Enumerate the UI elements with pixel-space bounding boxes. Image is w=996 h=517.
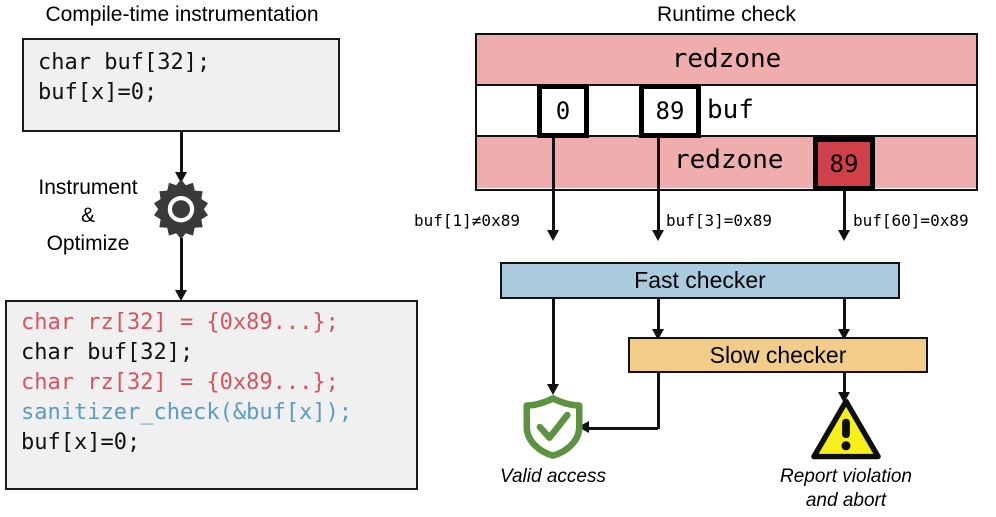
memory-row-redzone-bottom-label: redzone	[674, 145, 784, 175]
left-panel-title: Compile-time instrumentation	[45, 3, 319, 26]
memory-cell-violation: 89	[813, 137, 875, 191]
instrumented-code-box: char rz[32] = {0x89...}; char buf[32]; c…	[5, 300, 418, 490]
instrumented-code-line-2: char rz[32] = {0x89...};	[21, 370, 339, 395]
arrow-fast-to-valid	[546, 384, 559, 395]
tap-line-3	[843, 191, 846, 233]
right-panel-title: Runtime check	[657, 3, 796, 26]
memory-row-divider-2	[477, 134, 976, 137]
transform-label: Instrument & Optimize	[38, 176, 138, 255]
memory-row-redzone-bottom: redzone	[477, 137, 976, 188]
source-code-line-0: char buf[32];	[38, 50, 211, 75]
access-label-1: buf[3]=0x89	[666, 211, 772, 230]
valid-access-label: Valid access	[500, 466, 606, 487]
connector-slow-to-valid-horiz	[588, 427, 658, 430]
tap-line-1	[552, 138, 555, 233]
instrumented-code-line-4: buf[x]=0;	[21, 430, 141, 455]
connector-source-to-gear	[180, 132, 183, 176]
memory-row-divider-1	[477, 83, 976, 86]
connector-fast-to-slow-right	[843, 299, 846, 333]
arrow-slow-to-valid	[578, 421, 589, 433]
memory-row-redzone-top: redzone	[477, 35, 976, 86]
instrumented-code-line-1: char buf[32];	[21, 340, 194, 365]
access-label-2: buf[60]=0x89	[853, 211, 969, 230]
source-code-box: char buf[32]; buf[x]=0;	[22, 38, 340, 132]
fast-checker-box[interactable]: Fast checker	[500, 262, 900, 299]
arrow-access-1-to-fast-checker	[547, 230, 559, 241]
arrow-slow-to-violation	[837, 392, 850, 403]
arrow-access-2-to-fast-checker	[652, 230, 664, 241]
arrow-gear-to-instrumented	[174, 290, 187, 301]
gear-icon	[151, 178, 211, 240]
connector-fast-to-valid	[552, 299, 555, 388]
arrow-fast-to-slow-right	[837, 329, 850, 340]
connector-slow-to-valid-vert	[657, 373, 660, 429]
warning-triangle-icon	[811, 398, 881, 460]
instrumented-code-line-3: sanitizer_check(&buf[x]);	[21, 400, 353, 425]
connector-fast-to-slow-left	[657, 299, 660, 333]
tap-line-2	[657, 138, 660, 233]
report-violation-label: Report violation and abort	[779, 466, 913, 511]
arrow-access-3-to-fast-checker	[838, 230, 850, 241]
arrow-source-to-gear	[174, 172, 187, 183]
connector-gear-to-instrumented	[180, 238, 183, 296]
source-code-line-1: buf[x]=0;	[38, 80, 158, 105]
connector-slow-to-violation	[843, 373, 846, 397]
shield-check-icon	[523, 395, 583, 459]
slow-checker-box[interactable]: Slow checker	[628, 337, 928, 373]
memory-cell-redzone-byte: 89	[639, 84, 701, 138]
memory-row-redzone-top-label: redzone	[671, 44, 782, 74]
memory-cell-valid: 0	[537, 84, 589, 138]
instrumented-code-line-0: char rz[32] = {0x89...};	[21, 310, 339, 335]
arrow-fast-to-slow-left	[651, 329, 664, 340]
memory-row-buf-label: buf	[707, 95, 754, 125]
access-label-0: buf[1]≠0x89	[414, 211, 520, 230]
